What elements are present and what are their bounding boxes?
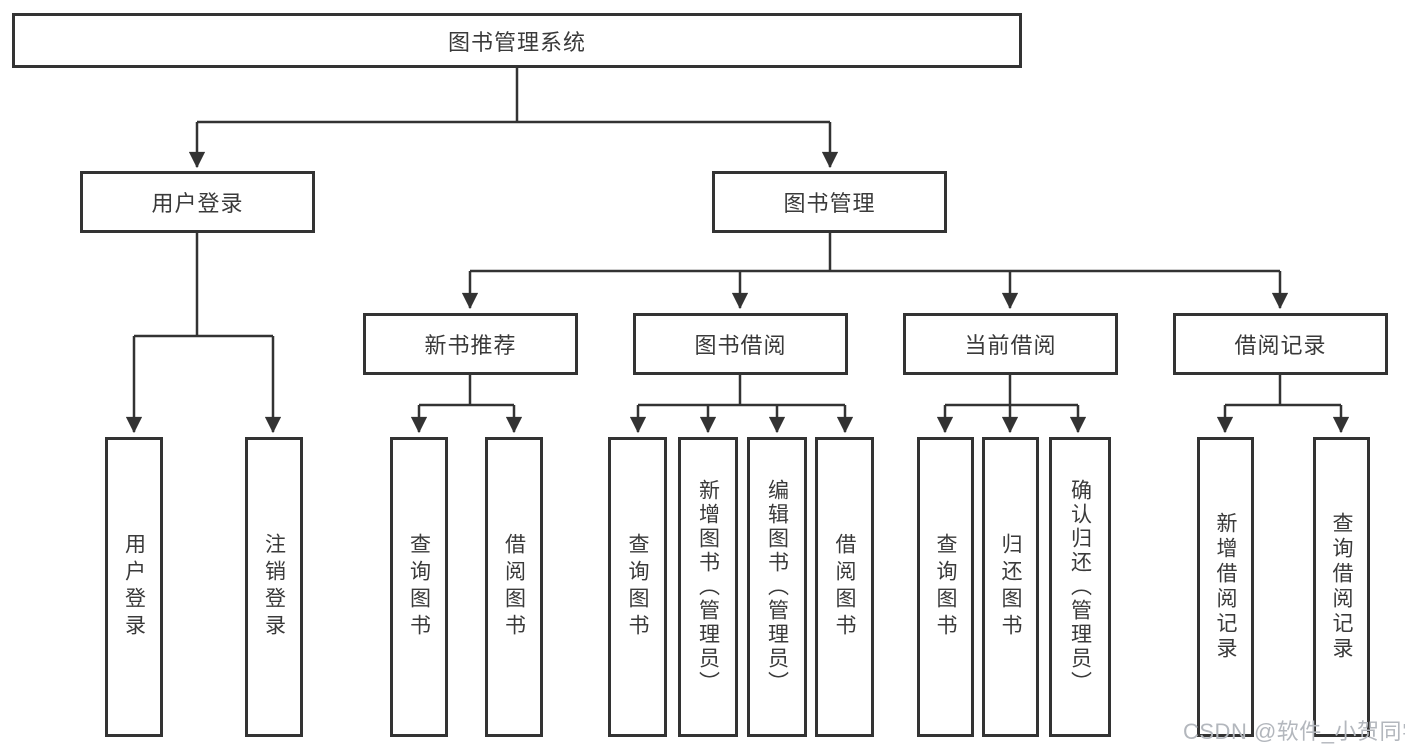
connector-current-borrow-split <box>945 375 1078 407</box>
node-label: 新书推荐 <box>424 333 517 358</box>
node-label: 借阅图书 <box>502 533 526 641</box>
node-new-books: 新书推荐 <box>363 313 578 375</box>
node-label: 查询图书 <box>934 533 957 641</box>
node-label: 新增图书（管理员） <box>696 479 720 695</box>
node-label: 查询图书 <box>407 533 431 641</box>
node-label: 借阅记录 <box>1234 333 1327 358</box>
connector-new-books-split <box>419 375 514 407</box>
leaf-borrow-edit-book: 编辑图书（管理员） <box>747 437 807 737</box>
node-label: 确认归还（管理员） <box>1068 479 1092 695</box>
node-book-borrow: 图书借阅 <box>633 313 848 375</box>
leaf-current-confirm-return: 确认归还（管理员） <box>1049 437 1111 737</box>
connector-group <box>125 68 1350 434</box>
node-label: 用户登录 <box>122 533 146 641</box>
node-label: 图书管理 <box>783 191 876 216</box>
node-label: 查询图书 <box>626 533 649 641</box>
node-label: 查询借阅记录 <box>1330 512 1353 662</box>
node-label: 图书借阅 <box>694 333 787 358</box>
connector-user-login-split <box>134 233 273 338</box>
connector-book-mgmt-split <box>470 233 1280 273</box>
leaf-records-add: 新增借阅记录 <box>1197 437 1254 737</box>
node-label: 编辑图书（管理员） <box>765 479 789 695</box>
leaf-newbooks-borrow: 借阅图书 <box>485 437 543 737</box>
connector-borrow-records-split <box>1225 375 1341 407</box>
leaf-borrow-borrow-book: 借阅图书 <box>815 437 874 737</box>
node-book-mgmt: 图书管理 <box>712 171 947 233</box>
leaf-records-query: 查询借阅记录 <box>1313 437 1370 737</box>
leaf-current-return: 归还图书 <box>982 437 1039 737</box>
node-user-login: 用户登录 <box>80 171 315 233</box>
node-borrow-records: 借阅记录 <box>1173 313 1388 375</box>
node-label: 归还图书 <box>999 533 1022 641</box>
connector-book-borrow-split <box>638 375 845 407</box>
node-label: 注销登录 <box>262 533 286 641</box>
connector-root-split <box>197 68 830 124</box>
node-label: 用户登录 <box>151 191 244 216</box>
leaf-logout: 注销登录 <box>245 437 303 737</box>
leaf-newbooks-query: 查询图书 <box>390 437 448 737</box>
node-root: 图书管理系统 <box>12 13 1022 68</box>
leaf-borrow-add-book: 新增图书（管理员） <box>678 437 738 737</box>
leaf-user-login: 用户登录 <box>105 437 163 737</box>
node-label: 新增借阅记录 <box>1214 512 1237 662</box>
node-label: 图书管理系统 <box>447 29 586 55</box>
node-label: 借阅图书 <box>833 533 856 641</box>
node-label: 当前借阅 <box>964 333 1057 358</box>
leaf-current-query: 查询图书 <box>917 437 974 737</box>
leaf-borrow-query: 查询图书 <box>608 437 667 737</box>
node-current-borrow: 当前借阅 <box>903 313 1118 375</box>
watermark: CSDN @软件_小贺同学 <box>1183 719 1405 744</box>
